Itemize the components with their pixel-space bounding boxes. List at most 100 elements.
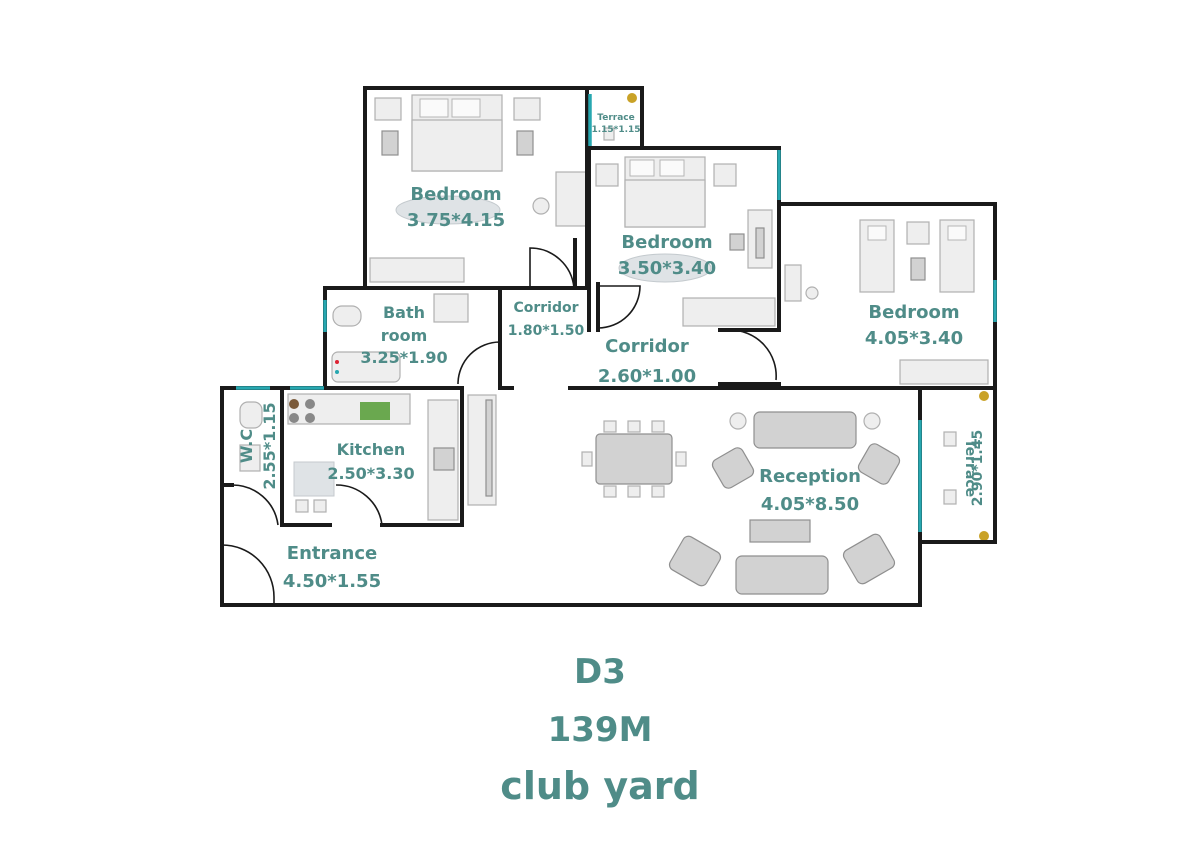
svg-text:4.50*1.55: 4.50*1.55 [283,571,381,592]
armchair-icon [857,443,901,485]
nightstand-icon [595,163,619,187]
svg-text:Bath: Bath [383,303,425,322]
svg-text:4.05*8.50: 4.05*8.50 [761,494,859,515]
plant-icon [979,391,989,401]
bathtub-icon [331,351,401,383]
sink-icon [433,447,455,471]
svg-text:4.05*3.40: 4.05*3.40 [865,328,963,349]
dining-table-icon [595,433,673,485]
nightstand-icon [374,97,402,121]
chair-icon [627,485,641,498]
desk-icon [784,264,802,302]
rug-icon [395,195,501,225]
svg-text:W.C: W.C [237,429,256,463]
stove-icon [289,399,299,409]
coffee-table-icon [749,519,811,543]
plant-icon [360,402,390,420]
chair-icon [603,420,617,433]
chair-icon [651,420,665,433]
room-bedroom-middle: Bedroom 3.50*3.40 [618,232,716,279]
room-bathroom: Bath room 3.25*1.90 [360,303,447,367]
room-terrace-right: Terrace [962,439,978,497]
side-table-icon [863,412,881,430]
chair-icon [603,485,617,498]
svg-text:Bedroom: Bedroom [621,232,712,253]
side-table-icon [729,412,747,430]
svg-text:1.80*1.50: 1.80*1.50 [508,323,585,339]
armchair-icon [711,447,755,489]
chair-icon [943,489,957,505]
svg-text:Bedroom: Bedroom [410,184,501,205]
svg-text:Terrace: Terrace [962,439,978,497]
room-bedroom-master: Bedroom 3.75*4.15 [407,184,505,231]
nightstand-icon [513,97,541,121]
svg-text:Reception: Reception [759,466,861,487]
armchair-icon [842,533,896,585]
chair-icon [651,485,665,498]
svg-text:Terrace: Terrace [597,113,634,123]
stool-icon [532,197,550,215]
plant-icon [979,531,989,541]
sofa-icon [753,411,857,449]
svg-text:1.15*1.15: 1.15*1.15 [591,125,640,135]
svg-text:2.90*1.45: 2.90*1.45 [970,430,986,506]
wardrobe-icon [899,359,989,385]
middle-bed-icon [624,156,706,228]
svg-text:3.25*1.90: 3.25*1.90 [360,348,447,367]
windows [236,94,997,532]
chair-icon [675,451,687,467]
master-bed-icon [411,94,503,172]
stool-icon [805,286,819,300]
svg-text:Kitchen: Kitchen [337,440,406,459]
wardrobe-icon [682,297,776,327]
room-bedroom-right: Bedroom 4.05*3.40 [865,302,963,349]
armchair-icon [668,535,722,587]
chair-icon [729,233,745,251]
wardrobe-icon [369,257,465,283]
dining-table-icon [293,461,335,497]
unit-code: D3 [574,652,626,692]
desk-icon [555,171,587,227]
rug-icon [618,253,712,283]
svg-text:2.60*1.00: 2.60*1.00 [598,366,696,387]
room-entrance: Entrance 4.50*1.55 [283,543,381,592]
chair-icon [313,499,327,513]
doors [221,247,777,605]
svg-text:3.75*4.15: 3.75*4.15 [407,210,505,231]
nightstand-icon [713,163,737,187]
sink-icon [239,444,261,472]
toilet-icon [332,305,362,327]
furniture-layer [239,93,989,595]
svg-text:room: room [381,326,428,345]
project-name: club yard [500,764,700,808]
svg-text:2.55*1.15: 2.55*1.15 [260,402,279,489]
room-corridor-small: Corridor 1.80*1.50 [508,300,585,339]
room-wc-size: 2.55*1.15 [260,402,279,489]
room-kitchen: Kitchen 2.50*3.30 [327,440,414,483]
plant-icon [627,93,637,103]
svg-text:3.50*3.40: 3.50*3.40 [618,258,716,279]
chair-icon [381,130,399,156]
room-terrace-small: Terrace 1.15*1.15 [591,113,640,135]
svg-text:Corridor: Corridor [605,336,689,357]
room-wc: W.C [237,429,256,463]
sofa-icon [735,555,829,595]
room-labels: Bedroom 3.75*4.15 Terrace 1.15*1.15 Bedr… [237,113,986,592]
unit-area: 139M [547,710,653,750]
room-terrace-right-size: 2.90*1.45 [970,430,986,506]
monitor-icon [755,227,765,259]
chair-icon [581,451,593,467]
room-reception: Reception 4.05*8.50 [759,466,861,515]
chair-icon [910,257,926,281]
toilet-icon [239,401,263,429]
chair-icon [516,130,534,156]
nightstand-icon [906,221,930,245]
chair-icon [943,431,957,447]
svg-text:Bedroom: Bedroom [868,302,959,323]
chair-icon [627,420,641,433]
chair-icon [295,499,309,513]
room-corridor-large: Corridor 2.60*1.00 [598,336,696,387]
chair-icon [603,127,615,141]
svg-text:2.50*3.30: 2.50*3.30 [327,464,414,483]
